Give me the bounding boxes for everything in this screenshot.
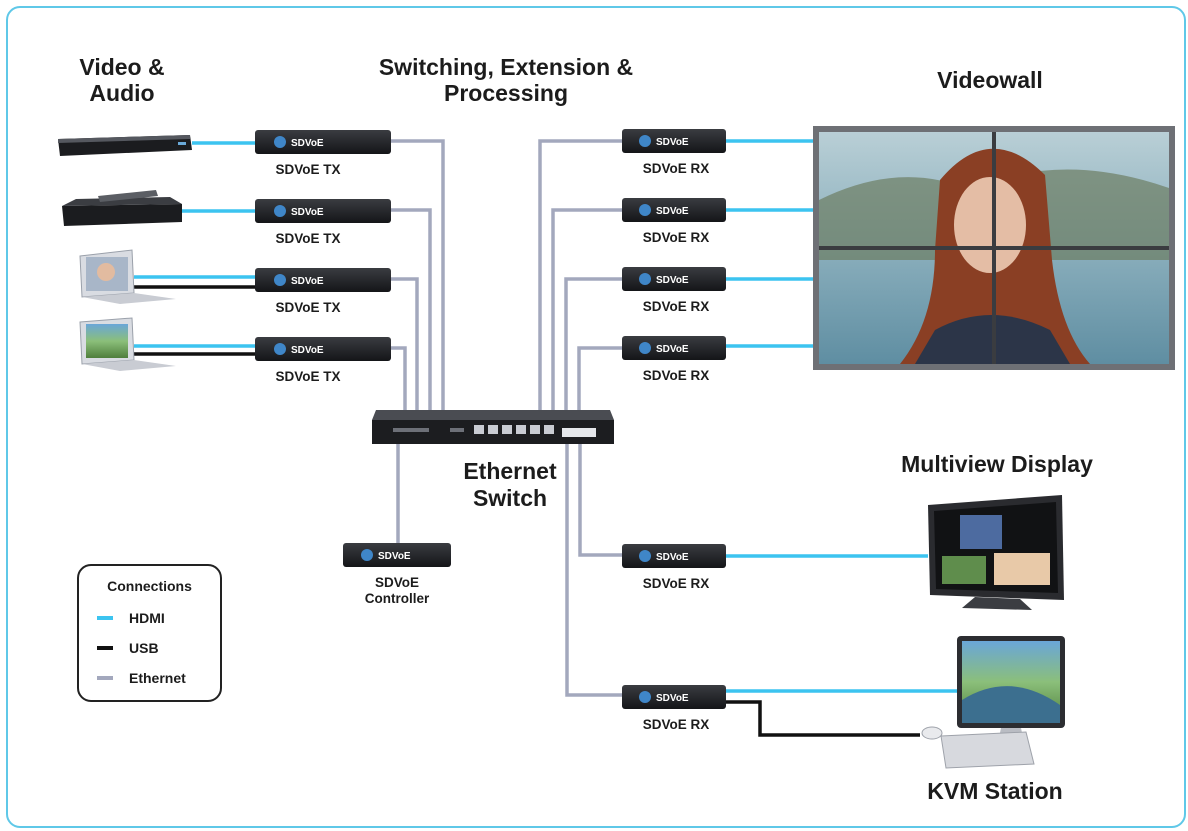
hdmi-swatch: [97, 616, 113, 621]
svg-text:SDVoE: SDVoE: [291, 276, 324, 287]
rx-label: SDVoE RX: [642, 717, 710, 732]
heading-switching: Switching, Extension & Processing: [378, 54, 634, 106]
ethernet-cable-tx2: [391, 208, 432, 410]
svg-text:SDVoE: SDVoE: [656, 275, 689, 286]
tx-box-icon: SDVoE: [255, 199, 391, 223]
legend-item-usb: USB: [97, 639, 159, 657]
tx-label: SDVoE TX: [275, 300, 341, 315]
rx-label: SDVoE RX: [642, 161, 710, 176]
usb-cables: [134, 285, 920, 737]
heading-multiview: Multiview Display: [901, 451, 1093, 477]
legend-item-hdmi: HDMI: [97, 609, 165, 627]
rx-box-icon: SDVoE: [622, 336, 726, 360]
multiview-monitor-icon: [928, 495, 1064, 610]
svg-text:SDVoE: SDVoE: [656, 344, 689, 355]
heading-videowall: Videowall: [937, 67, 1043, 93]
ethernet-cable-rx4: [577, 346, 622, 410]
svg-text:SDVoE: SDVoE: [291, 345, 324, 356]
legend-title: Connections: [107, 578, 192, 594]
svg-text:SDVoE: SDVoE: [656, 137, 689, 148]
heading-video-audio: Video & Audio: [79, 54, 165, 106]
ethernet-cable-tx3: [391, 277, 419, 410]
rx-label: SDVoE RX: [642, 576, 710, 591]
rx-box-icon: SDVoE: [622, 129, 726, 153]
ethernet-cable-rx2: [551, 208, 622, 410]
ethernet-cable-tx4: [391, 346, 407, 410]
svg-text:SDVoE: SDVoE: [656, 206, 689, 217]
tx-box-icon: SDVoE: [255, 337, 391, 361]
controller-label: SDVoE Controller: [342, 575, 452, 607]
hdmi-cables: [134, 139, 960, 693]
ethernet-cable-rx1: [538, 139, 622, 410]
tx-box-icon: SDVoE: [255, 268, 391, 292]
rx-box-icon: SDVoE: [622, 685, 726, 709]
rx-label: SDVoE RX: [642, 368, 710, 383]
diagram-frame: [6, 6, 1186, 828]
switch-label-line1: Ethernet: [463, 458, 557, 484]
tx-label: SDVoE TX: [275, 369, 341, 384]
ethernet-switch-icon: [372, 410, 614, 444]
rx-box-icon: SDVoE: [622, 267, 726, 291]
heading-kvm: KVM Station: [927, 778, 1063, 804]
legend-item-label: HDMI: [129, 610, 165, 626]
switch-label-line2: Switch: [472, 485, 548, 511]
usb-cable-kvm: [726, 700, 920, 737]
rx-label: SDVoE RX: [642, 299, 710, 314]
videowall-display-icon: [813, 126, 1175, 370]
controller-label-line1: SDVoE: [374, 575, 419, 590]
kvm-computer-icon: [921, 636, 1065, 769]
svg-text:SDVoE: SDVoE: [291, 138, 324, 149]
laptop-icon: [79, 317, 176, 371]
legend-item-label: USB: [129, 640, 159, 656]
usb-swatch: [97, 646, 113, 651]
laptop-icon: [79, 249, 176, 304]
tx-box-icon: SDVoE: [255, 130, 391, 154]
rx-label: SDVoE RX: [642, 230, 710, 245]
controller-box-icon: SDVoE: [343, 543, 451, 567]
connections-legend: Connections HDMI USB Ethernet: [77, 564, 222, 702]
tx-label: SDVoE TX: [275, 231, 341, 246]
svg-text:SDVoE: SDVoE: [656, 552, 689, 563]
set-top-box-icon: [62, 190, 182, 226]
ethernet-cable-rx3: [564, 277, 622, 410]
rx-box-icon: SDVoE: [622, 544, 726, 568]
svg-text:SDVoE: SDVoE: [378, 551, 411, 562]
switch-label: Ethernet Switch: [440, 458, 580, 512]
controller-label-line2: Controller: [364, 591, 430, 606]
rx-box-icon: SDVoE: [622, 198, 726, 222]
ethernet-cable-tx1: [391, 139, 445, 410]
ethernet-cable-rx6: [565, 444, 622, 697]
ethernet-swatch: [97, 676, 113, 681]
legend-item-label: Ethernet: [129, 670, 186, 686]
svg-text:SDVoE: SDVoE: [656, 693, 689, 704]
svg-text:SDVoE: SDVoE: [291, 207, 324, 218]
ethernet-cable-rx5: [578, 444, 622, 557]
legend-item-ethernet: Ethernet: [97, 669, 186, 687]
bluray-player-icon: [58, 135, 192, 156]
tx-label: SDVoE TX: [275, 162, 341, 177]
ethernet-cables: [391, 139, 622, 697]
